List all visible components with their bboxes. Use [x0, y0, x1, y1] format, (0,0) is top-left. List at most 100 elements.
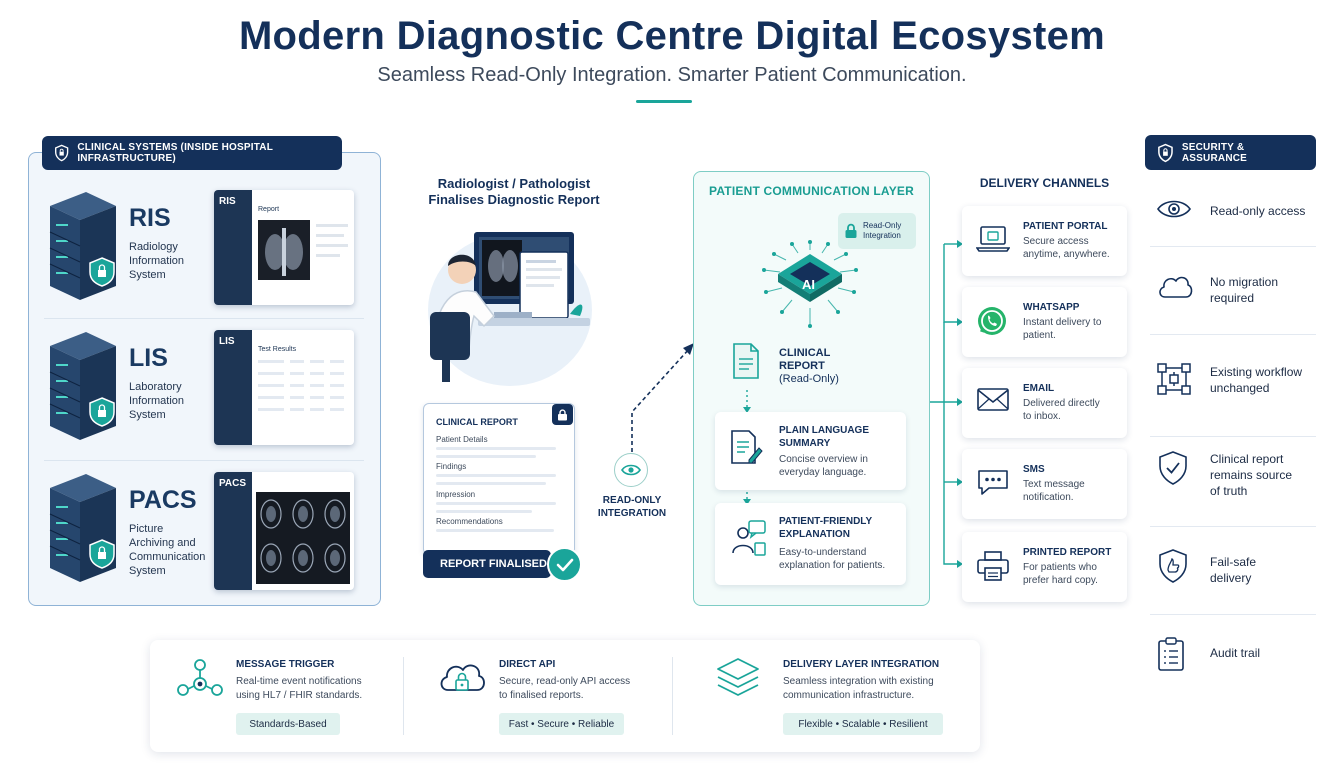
patient-friendly-explanation-card: PATIENT-FRIENDLY EXPLANATION Easy-to-und… — [715, 503, 906, 585]
security-item-text: Fail-safe delivery — [1210, 554, 1310, 586]
shield-hand-icon — [1159, 549, 1187, 583]
radiologist-caption: Radiologist / Pathologist Finalises Diag… — [410, 176, 618, 208]
integration-title: MESSAGE TRIGGER — [236, 659, 335, 670]
cloud-lock-icon — [440, 664, 485, 691]
security-item: Fail-safe delivery — [1150, 534, 1316, 614]
channel-desc-line: prefer hard copy. — [1023, 575, 1098, 586]
channel-patient-portal[interactable]: PATIENT PORTAL Secure access anytime, an… — [962, 206, 1127, 276]
report-line — [436, 455, 536, 458]
security-text-line: of truth — [1210, 484, 1248, 498]
lis-screen-tag: LIS — [219, 336, 235, 347]
security-text-line: Clinical report — [1210, 452, 1284, 466]
card-desc-line: explanation for patients. — [779, 560, 886, 571]
clinical-systems-label-text: CLINICAL SYSTEMS (INSIDE HOSPITAL INFRAS… — [77, 142, 273, 164]
card-desc-line: everyday language. — [779, 467, 867, 478]
report-card-title: CLINICAL REPORT — [436, 417, 518, 427]
security-item: Audit trail — [1150, 622, 1316, 692]
pacs-screen-tag: PACS — [219, 478, 247, 489]
radiologist-caption-line: Radiologist / Pathologist — [437, 176, 591, 191]
integration-tag: Fast • Secure • Reliable — [499, 713, 624, 735]
security-text-line: Read-only access — [1210, 204, 1306, 218]
system-lis: LIS Laboratory Information System LIS Te… — [44, 328, 364, 450]
delivery-connectors — [930, 240, 963, 568]
security-text-line: delivery — [1210, 571, 1252, 585]
pacs-desc-line: Archiving and — [129, 537, 196, 549]
page-subtitle: Seamless Read-Only Integration. Smarter … — [377, 64, 967, 86]
channel-sms[interactable]: SMS Text message notification. — [962, 449, 1127, 519]
card-title-line: PLAIN LANGUAGE — [779, 425, 869, 436]
check-icon — [547, 547, 582, 582]
integration-desc-line: communication infrastructure. — [783, 690, 915, 701]
pacs-desc-line: Picture — [129, 523, 164, 535]
dashed-arrow-connector — [631, 343, 694, 452]
card-description: Easy-to-understand explanation for patie… — [779, 546, 903, 572]
pacs-description: Picture Archiving and Communication Syst… — [129, 522, 224, 578]
security-item: Clinical report remains source of truth — [1150, 444, 1316, 524]
security-text-line: remains source — [1210, 468, 1293, 482]
ai-chip-icon — [762, 240, 858, 328]
document-icon — [733, 343, 759, 379]
clinical-systems-label: CLINICAL SYSTEMS (INSIDE HOSPITAL INFRAS… — [42, 136, 342, 170]
lis-desc-line: Laboratory — [129, 381, 182, 393]
channel-desc-line: For patients who — [1023, 562, 1097, 573]
ris-screen-tag: RIS — [219, 196, 236, 207]
title-divider — [636, 100, 692, 103]
security-text-line: Fail-safe — [1210, 555, 1257, 569]
security-divider — [1150, 526, 1316, 527]
server-icon — [49, 332, 116, 440]
report-line — [436, 482, 546, 485]
channel-printed-report[interactable]: PRINTED REPORT For patients who prefer h… — [962, 532, 1127, 602]
ris-description: Radiology Information System — [129, 240, 219, 282]
channel-whatsapp[interactable]: WHATSAPP Instant delivery to patient. — [962, 287, 1127, 357]
security-label-text: SECURITY & ASSURANCE — [1181, 141, 1248, 164]
channel-desc-line: to inbox. — [1023, 411, 1061, 422]
channel-desc-line: Secure access — [1023, 236, 1089, 247]
sms-icon — [978, 470, 1008, 495]
ris-desc-line: System — [129, 269, 166, 281]
page-title: Modern Diagnostic Centre Digital Ecosyst… — [238, 14, 1106, 58]
document-edit-icon — [731, 430, 763, 464]
channel-title: SMS — [1023, 464, 1045, 475]
cr-line: CLINICAL — [779, 347, 831, 359]
dotted-connector — [743, 390, 751, 505]
ris-screen: RIS Report — [214, 190, 354, 305]
network-icon — [177, 659, 223, 696]
ris-desc-line: Information — [129, 255, 185, 267]
integration-divider — [403, 657, 404, 735]
pacs-desc-line: System — [129, 565, 166, 577]
report-field: Recommendations — [436, 517, 503, 526]
lis-desc-line: Information — [129, 395, 185, 407]
security-text-line: required — [1210, 291, 1255, 305]
printer-icon — [977, 551, 1009, 581]
report-line — [436, 502, 556, 505]
security-text-line: Audit trail — [1210, 646, 1261, 660]
channel-title: EMAIL — [1023, 383, 1055, 394]
integration-description: Seamless integration with existing commu… — [783, 675, 934, 703]
ris-desc-line: Radiology — [129, 241, 178, 253]
channel-desc-line: Text message — [1023, 479, 1085, 490]
chip-line: Integration — [863, 231, 901, 240]
security-item: Existing workflow unchanged — [1150, 342, 1316, 420]
security-text-line: Existing workflow — [1210, 365, 1303, 379]
shield-icon — [1158, 143, 1173, 162]
ris-screen-sub: Report — [258, 206, 280, 213]
cr-line: REPORT — [779, 360, 825, 372]
report-line — [436, 447, 556, 450]
xray-image — [258, 220, 310, 280]
laptop-icon — [976, 226, 1010, 252]
security-item-text: No migration required — [1210, 274, 1310, 306]
pcl-title: PATIENT COMMUNICATION LAYER — [709, 184, 914, 198]
card-desc-line: Easy-to-understand — [779, 547, 867, 558]
lis-screen: LIS Test Results — [214, 330, 354, 445]
clinical-report-card: CLINICAL REPORT Patient Details Findings… — [423, 403, 575, 555]
whatsapp-icon — [978, 307, 1006, 335]
system-divider — [44, 460, 364, 461]
eye-icon — [614, 453, 648, 487]
integration-tag: Flexible • Scalable • Resilient — [783, 713, 943, 735]
clinical-report-readonly: CLINICAL REPORT (Read-Only) — [779, 347, 839, 386]
pacs-desc-line: Communication — [129, 551, 206, 563]
lis-screen-sub: Test Results — [258, 346, 297, 353]
channel-email[interactable]: EMAIL Delivered directly to inbox. — [962, 368, 1127, 438]
security-item-text: Audit trail — [1210, 645, 1310, 661]
screen-sidebar — [214, 472, 252, 590]
